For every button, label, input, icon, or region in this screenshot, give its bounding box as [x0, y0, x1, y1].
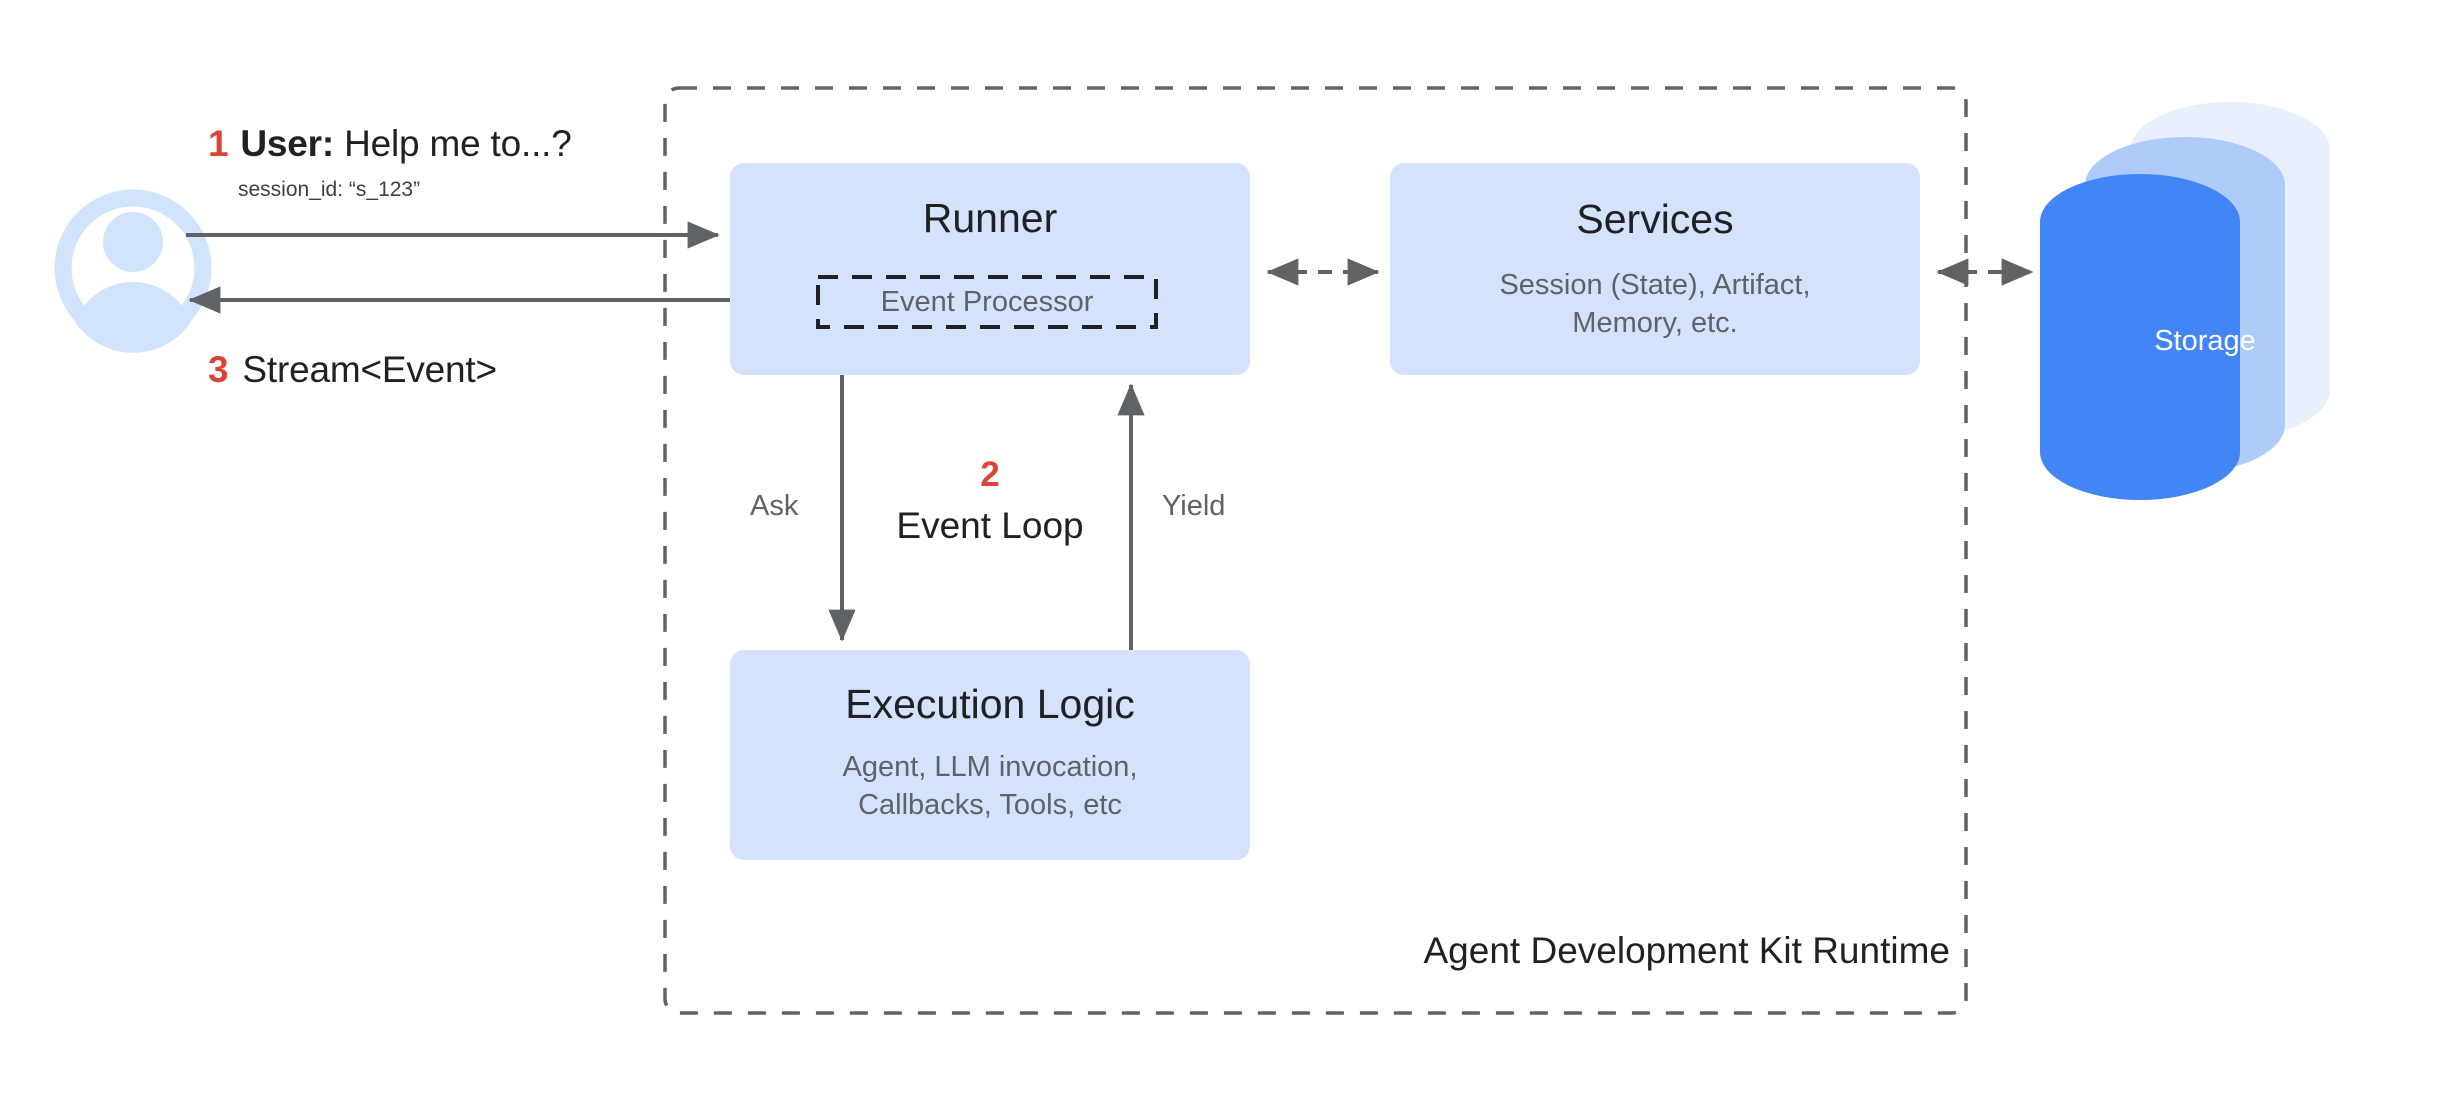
services-box[interactable] [1390, 163, 1920, 375]
services-subtitle: Session (State), Artifact,Memory, etc. [1499, 269, 1811, 340]
yield-edge-label: Yield [1162, 490, 1226, 522]
runner-title: Runner [922, 195, 1058, 241]
execution-logic-box[interactable] [730, 650, 1250, 860]
session-id-text: session_id: “s_123” [238, 178, 421, 201]
storage-label: Storage [2154, 325, 2256, 357]
ask-edge-label: Ask [750, 490, 799, 522]
storage-cylinder[interactable] [2040, 102, 2330, 500]
event-loop-label: Event Loop [896, 505, 1084, 546]
step-1-label: 1 User: Help me to...? [208, 122, 572, 166]
step-1-prefix: User: [240, 123, 334, 164]
step-3-label: 3 Stream<Event> [208, 348, 497, 392]
step-3-number: 3 [208, 349, 229, 390]
person-icon [54, 189, 212, 353]
execution-logic-title: Execution Logic [845, 681, 1135, 727]
step-1-number: 1 [208, 123, 229, 164]
runtime-title: Agent Development Kit Runtime [1423, 930, 1951, 971]
event-processor-box[interactable] [816, 275, 1158, 329]
step-3-text: Stream<Event> [242, 349, 497, 390]
event-processor-label: Event Processor [880, 286, 1094, 318]
execution-logic-subtitle: Agent, LLM invocation,Callbacks, Tools, … [842, 751, 1138, 822]
services-title: Services [1576, 196, 1734, 242]
step-2-number: 2 [980, 455, 1000, 494]
runner-box[interactable] [730, 163, 1250, 375]
runtime-boundary [663, 86, 1968, 1015]
step-1-text: Help me to...? [344, 123, 572, 164]
